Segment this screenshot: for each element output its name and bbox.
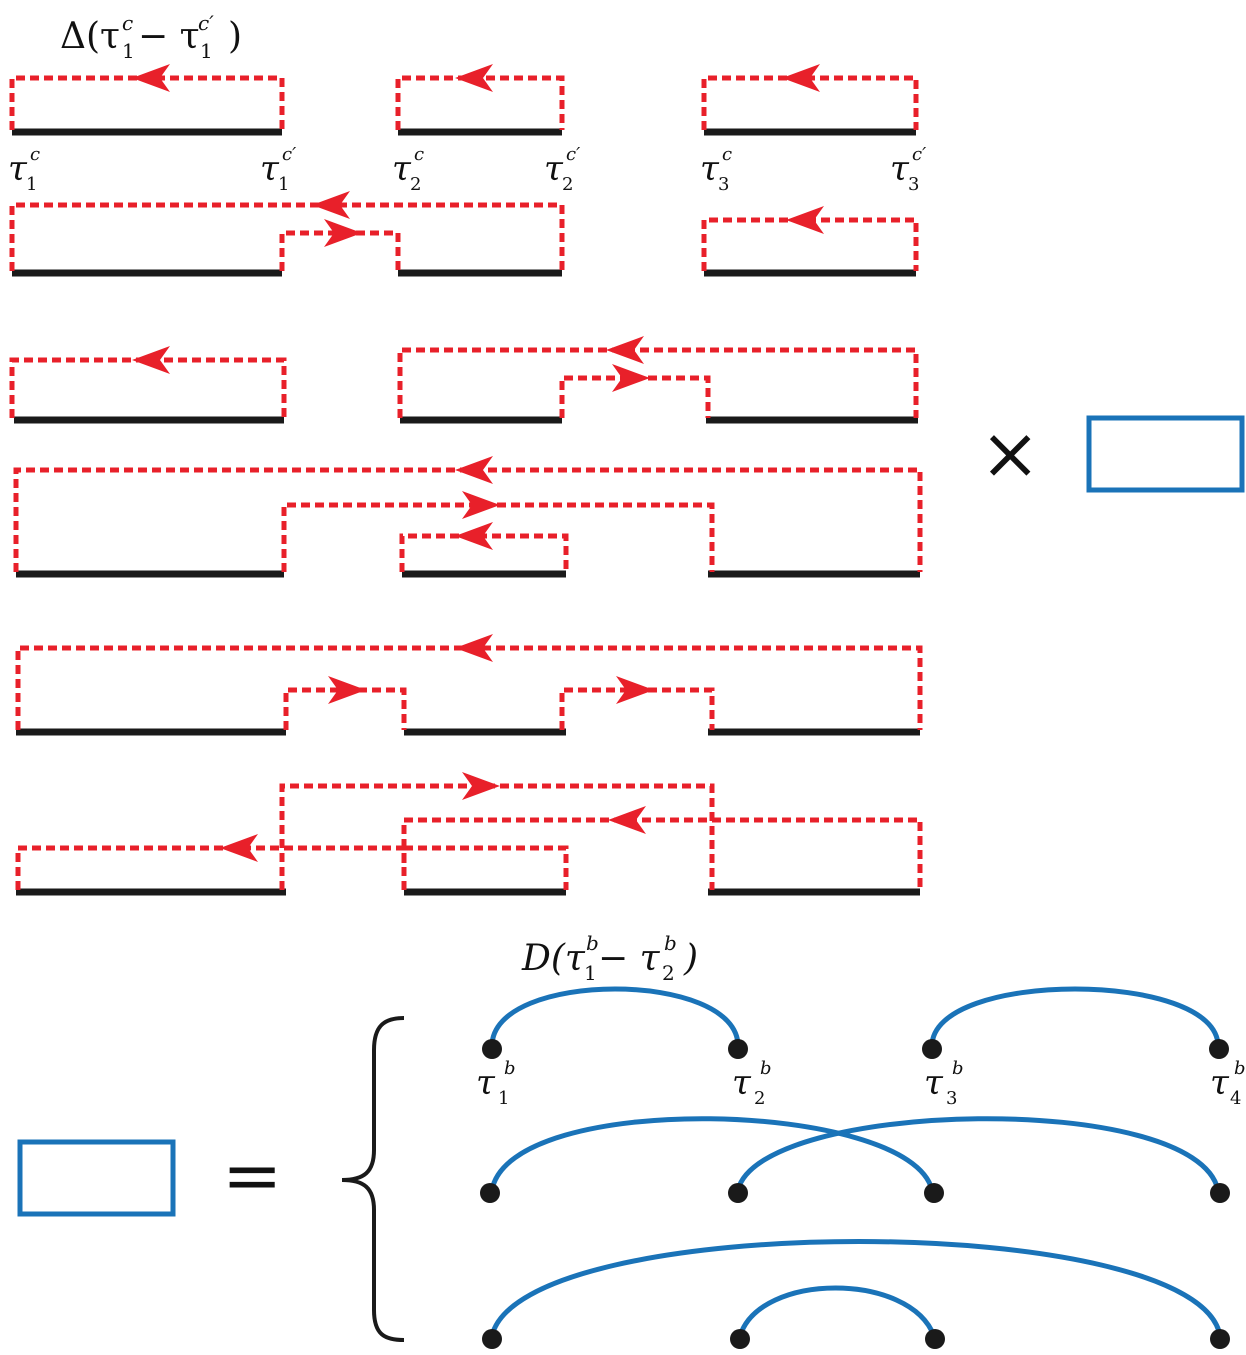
svg-text:1: 1 — [498, 1088, 509, 1109]
row-3 — [9, 336, 919, 424]
row-2 — [9, 191, 919, 277]
svg-text:τ: τ — [700, 149, 720, 189]
svg-text:τ: τ — [8, 149, 28, 189]
svg-text:τ: τ — [732, 1063, 752, 1103]
svg-text:D(τ: D(τ — [521, 938, 586, 979]
svg-text:τ: τ — [260, 149, 280, 189]
row-6 — [15, 772, 923, 896]
boson-box-top — [1086, 415, 1245, 493]
svg-text:c: c — [30, 144, 40, 165]
svg-text:τ: τ — [924, 1063, 944, 1103]
svg-text:1: 1 — [200, 39, 213, 63]
delta-label: Δ(τ c 1 − τ c′ 1 ) — [60, 11, 242, 63]
svg-text:3: 3 — [718, 174, 729, 195]
svg-text:τ: τ — [476, 1063, 496, 1103]
d-label: D(τ b 1 − τ b 2 ) — [521, 931, 698, 985]
hyb-line — [9, 75, 285, 130]
row-5 — [15, 634, 923, 736]
svg-text:2: 2 — [754, 1088, 765, 1109]
svg-text:1: 1 — [122, 39, 135, 63]
svg-text:τ: τ — [890, 149, 910, 189]
svg-text:c: c — [722, 144, 732, 165]
svg-text:1: 1 — [278, 174, 289, 195]
svg-text:τ: τ — [544, 149, 564, 189]
svg-text:Δ(τ: Δ(τ — [60, 16, 120, 57]
svg-text:c′: c′ — [912, 144, 926, 165]
svg-text:b: b — [760, 1058, 772, 1079]
boson-row-2 — [480, 1116, 1230, 1203]
row-1 — [9, 64, 919, 136]
arrow-left — [132, 64, 170, 92]
svg-text:b: b — [952, 1058, 964, 1079]
svg-text:b: b — [586, 931, 599, 955]
svg-text:b: b — [504, 1058, 516, 1079]
svg-text:1: 1 — [26, 174, 37, 195]
svg-text:b: b — [664, 931, 677, 955]
svg-text:4: 4 — [1230, 1088, 1241, 1109]
boson-row-3 — [482, 1239, 1230, 1349]
svg-text:2: 2 — [562, 174, 573, 195]
svg-text:3: 3 — [908, 174, 919, 195]
curly-brace — [341, 1016, 405, 1342]
svg-text:c: c — [414, 144, 424, 165]
svg-text:τ: τ — [1210, 1063, 1230, 1103]
svg-text:): ) — [228, 16, 242, 57]
arrow-left — [455, 64, 493, 92]
equals-symbol: = — [222, 1133, 282, 1217]
svg-text:c: c — [122, 11, 133, 35]
svg-text:b: b — [1234, 1058, 1246, 1079]
svg-text:): ) — [683, 938, 698, 979]
arrow-left — [782, 64, 820, 92]
svg-text:c′: c′ — [566, 144, 580, 165]
svg-text:1: 1 — [584, 961, 597, 985]
row-4 — [13, 456, 923, 578]
svg-text:− τ: − τ — [598, 938, 661, 979]
svg-text:τ: τ — [392, 149, 412, 189]
times-symbol: × — [980, 411, 1040, 495]
svg-text:2: 2 — [410, 174, 421, 195]
boson-row-1 — [482, 986, 1229, 1059]
svg-text:− τ: − τ — [138, 16, 200, 57]
svg-text:2: 2 — [662, 961, 675, 985]
svg-text:3: 3 — [946, 1088, 957, 1109]
boson-box-bottom — [17, 1139, 176, 1217]
svg-text:c′: c′ — [198, 11, 214, 35]
svg-text:c′: c′ — [282, 144, 296, 165]
